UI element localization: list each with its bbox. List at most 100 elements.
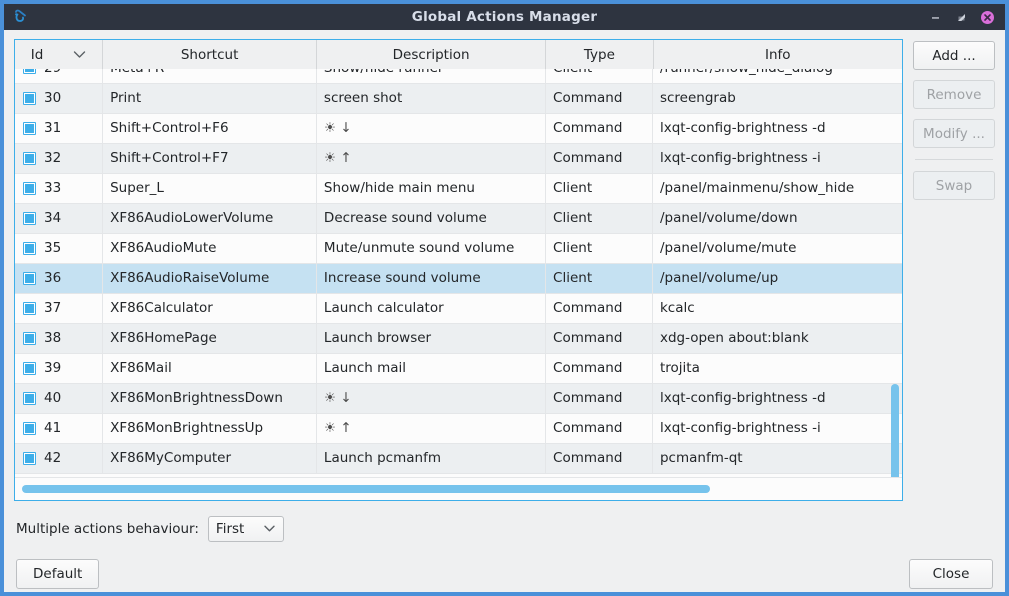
table-cell-description: Launch mail [316, 353, 547, 384]
chevron-down-icon [73, 50, 86, 59]
row-enabled-checkbox[interactable] [23, 241, 36, 255]
table-header-row: Id Shortcut Description Type Info [15, 40, 902, 70]
chevron-down-icon [263, 521, 276, 537]
row-enabled-checkbox[interactable] [23, 211, 36, 225]
column-header-id[interactable]: Id [15, 40, 104, 70]
row-enabled-checkbox[interactable] [23, 361, 36, 375]
close-icon[interactable] [980, 10, 995, 25]
row-enabled-checkbox[interactable] [23, 331, 36, 345]
footer-row: Default Close [14, 559, 995, 589]
table-cell-description: Increase sound volume [316, 263, 547, 294]
row-enabled-checkbox[interactable] [23, 121, 36, 135]
column-header-info[interactable]: Info [653, 40, 902, 70]
table-cell-shortcut: XF86MonBrightnessUp [102, 413, 317, 444]
row-enabled-checkbox[interactable] [23, 451, 36, 465]
row-id-label: 42 [44, 450, 62, 466]
table-cell-shortcut: XF86MyComputer [102, 443, 317, 474]
row-enabled-checkbox[interactable] [23, 391, 36, 405]
column-header-type[interactable]: Type [545, 40, 654, 70]
table-cell-description: Launch pcmanfm [316, 443, 547, 474]
horizontal-scrollbar[interactable] [15, 477, 902, 500]
table-cell-type: Command [545, 293, 653, 324]
row-enabled-checkbox[interactable] [23, 91, 36, 105]
column-header-shortcut[interactable]: Shortcut [102, 40, 318, 70]
row-id-label: 39 [44, 360, 62, 376]
table-cell-info: lxqt-config-brightness -i [652, 143, 902, 174]
row-enabled-checkbox[interactable] [23, 421, 36, 435]
table-cell-type: Command [545, 443, 653, 474]
table-cell-type: Client [545, 69, 653, 84]
add-button[interactable]: Add ... [913, 41, 995, 70]
close-button[interactable]: Close [909, 559, 993, 589]
row-enabled-checkbox[interactable] [23, 181, 36, 195]
actions-table-header: Id Shortcut Description Type Info [15, 40, 902, 70]
table-cell-description: ☀ ↓ [316, 383, 547, 414]
restore-icon[interactable] [954, 10, 969, 25]
window-controls [928, 10, 1005, 25]
default-button[interactable]: Default [16, 559, 100, 589]
table-cell-info: /panel/volume/down [652, 203, 902, 234]
vertical-scrollbar-thumb[interactable] [891, 384, 899, 500]
table-cell-shortcut: Shift+Control+F7 [102, 143, 317, 174]
row-id-label: 41 [44, 420, 62, 436]
table-cell-id: 32 [15, 143, 104, 174]
table-cell-description: Show/hide runner [316, 69, 547, 84]
table-cell-info: pcmanfm-qt [652, 443, 902, 474]
table-cell-type: Client [545, 203, 653, 234]
row-id-label: 33 [44, 180, 62, 196]
minimize-icon[interactable] [928, 10, 943, 25]
table-cell-type: Command [545, 323, 653, 354]
remove-button[interactable]: Remove [913, 80, 995, 109]
actions-table[interactable]: Id Shortcut Description Type Info [14, 39, 903, 501]
brightness-indicator: ☀ ↑ [323, 420, 352, 436]
row-enabled-checkbox[interactable] [23, 301, 36, 315]
horizontal-scrollbar-thumb[interactable] [22, 485, 710, 493]
row-id-label: 35 [44, 240, 62, 256]
table-cell-info: /panel/volume/up [652, 263, 902, 294]
table-cell-description: ☀ ↑ [316, 413, 547, 444]
table-cell-id: 34 [15, 203, 104, 234]
table-cell-info: /runner/show_hide_dialog [652, 69, 902, 84]
row-enabled-checkbox[interactable] [23, 151, 36, 165]
table-cell-description: ☀ ↓ [316, 113, 547, 144]
row-enabled-checkbox[interactable] [23, 69, 36, 75]
table-cell-description: ☀ ↑ [316, 143, 547, 174]
row-enabled-checkbox[interactable] [23, 271, 36, 285]
table-cell-shortcut: XF86AudioRaiseVolume [102, 263, 317, 294]
table-rows-viewport[interactable]: 29Meta+RShow/hide runnerClient/runner/sh… [15, 69, 902, 500]
behaviour-select[interactable]: First [207, 516, 284, 542]
dialog-content: Id Shortcut Description Type Info [4, 30, 1005, 592]
modify-button[interactable]: Modify ... [913, 119, 995, 148]
table-cell-description: Launch browser [316, 323, 547, 354]
column-header-id-label: Id [30, 46, 44, 63]
table-cell-description: screen shot [316, 83, 547, 114]
table-cell-info: lxqt-config-brightness -d [652, 383, 902, 414]
row-id-label: 36 [44, 270, 62, 286]
table-cell-id: 42 [15, 443, 104, 474]
table-cell-info: lxqt-config-brightness -d [652, 113, 902, 144]
side-button-panel: Add ... Remove Modify ... Swap [913, 39, 995, 210]
vertical-scrollbar[interactable] [890, 71, 900, 500]
column-header-description[interactable]: Description [316, 40, 547, 70]
table-cell-id: 29 [15, 69, 104, 84]
table-cell-info: kcalc [652, 293, 902, 324]
table-cell-type: Command [545, 83, 653, 114]
swap-button[interactable]: Swap [913, 171, 995, 200]
table-cell-info: lxqt-config-brightness -i [652, 413, 902, 444]
table-row[interactable]: 29Meta+RShow/hide runnerClient/runner/sh… [15, 69, 902, 84]
button-separator [915, 159, 993, 160]
table-cell-type: Command [545, 413, 653, 444]
